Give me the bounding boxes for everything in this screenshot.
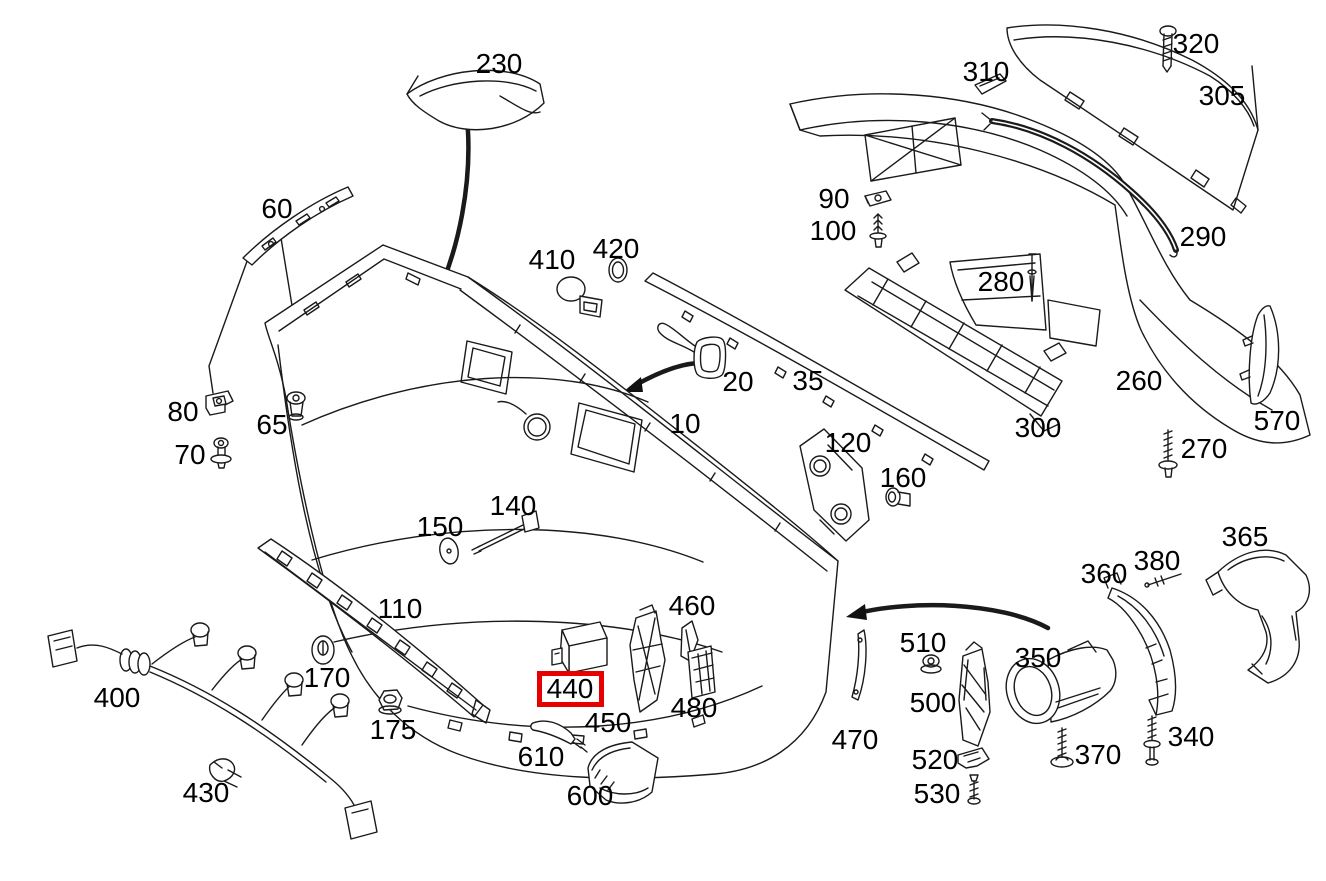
part-label-140[interactable]: 140 bbox=[489, 490, 537, 521]
part-sketch-110 bbox=[257, 538, 491, 724]
part-label-500[interactable]: 500 bbox=[909, 687, 957, 718]
part-sketch-380 bbox=[1144, 573, 1182, 588]
part-sketch-100 bbox=[869, 213, 887, 248]
part-sketch-300 bbox=[844, 252, 1067, 432]
part-sketch-420 bbox=[608, 257, 628, 283]
part-label-150[interactable]: 150 bbox=[416, 511, 464, 542]
part-sketch-370 bbox=[1050, 727, 1074, 768]
part-label-570[interactable]: 570 bbox=[1253, 405, 1301, 436]
part-sketch-610 bbox=[530, 720, 588, 753]
part-label-120[interactable]: 120 bbox=[824, 427, 872, 458]
part-label-380[interactable]: 380 bbox=[1133, 545, 1181, 576]
part-label-175[interactable]: 175 bbox=[369, 714, 417, 745]
part-label-370[interactable]: 370 bbox=[1074, 739, 1122, 770]
selected-part-highlight bbox=[537, 671, 604, 707]
part-sketch-360 bbox=[1103, 572, 1177, 716]
part-sketch-290 bbox=[981, 112, 1179, 258]
part-sketch-310 bbox=[974, 73, 1007, 95]
part-label-510[interactable]: 510 bbox=[899, 627, 947, 658]
part-sketch-230 bbox=[406, 69, 545, 131]
part-label-430[interactable]: 430 bbox=[182, 777, 230, 808]
assembly-arrow-left-large bbox=[846, 602, 1051, 631]
part-sketch-400 bbox=[47, 622, 378, 840]
part-sketch-430 bbox=[208, 758, 242, 788]
part-label-410[interactable]: 410 bbox=[528, 244, 576, 275]
part-label-520[interactable]: 520 bbox=[911, 744, 959, 775]
part-sketch-570 bbox=[1239, 305, 1280, 405]
part-sketch-520 bbox=[957, 747, 990, 769]
part-sketch-500 bbox=[958, 641, 991, 747]
part-sketch-70 bbox=[210, 437, 232, 469]
part-label-420[interactable]: 420 bbox=[592, 233, 640, 264]
part-sketch-440 bbox=[551, 621, 608, 674]
part-sketch-470 bbox=[851, 629, 867, 701]
part-label-450[interactable]: 450 bbox=[584, 707, 632, 738]
part-label-100[interactable]: 100 bbox=[809, 215, 857, 246]
part-label-230[interactable]: 230 bbox=[475, 48, 523, 79]
part-label-280[interactable]: 280 bbox=[977, 266, 1025, 297]
part-sketch-90 bbox=[864, 190, 892, 207]
part-label-440[interactable]: 440 bbox=[546, 673, 594, 704]
part-label-35[interactable]: 35 bbox=[792, 365, 824, 396]
part-label-300[interactable]: 300 bbox=[1014, 412, 1062, 443]
part-sketch-305 bbox=[1006, 24, 1259, 214]
part-label-310[interactable]: 310 bbox=[962, 56, 1010, 87]
part-label-340[interactable]: 340 bbox=[1167, 721, 1215, 752]
part-sketch-410 bbox=[556, 276, 603, 318]
part-label-470[interactable]: 470 bbox=[831, 724, 879, 755]
part-label-80[interactable]: 80 bbox=[167, 396, 199, 427]
part-sketch-600 bbox=[587, 741, 659, 804]
part-label-110[interactable]: 110 bbox=[377, 593, 423, 624]
part-label-600[interactable]: 600 bbox=[566, 780, 614, 811]
part-label-290[interactable]: 290 bbox=[1179, 221, 1227, 252]
part-sketch-80 bbox=[205, 390, 234, 416]
part-sketch-280 bbox=[1027, 253, 1037, 302]
part-sketch-450 bbox=[629, 604, 666, 713]
part-sketch-20 bbox=[657, 322, 727, 379]
part-label-460[interactable]: 460 bbox=[668, 590, 716, 621]
part-sketch-175 bbox=[378, 689, 403, 715]
part-label-160[interactable]: 160 bbox=[879, 462, 927, 493]
part-sketch-150 bbox=[439, 537, 459, 565]
part-sketch-170 bbox=[311, 635, 335, 665]
part-label-320[interactable]: 320 bbox=[1172, 28, 1220, 59]
part-label-360[interactable]: 360 bbox=[1080, 558, 1128, 589]
part-label-20[interactable]: 20 bbox=[722, 366, 754, 397]
part-sketch-35 bbox=[644, 272, 990, 471]
part-label-65[interactable]: 65 bbox=[256, 409, 288, 440]
part-label-90[interactable]: 90 bbox=[818, 183, 850, 214]
part-sketch-140 bbox=[471, 510, 540, 555]
part-sketch-365 bbox=[1205, 549, 1311, 684]
part-label-10[interactable]: 10 bbox=[669, 408, 701, 439]
part-label-480[interactable]: 480 bbox=[670, 692, 718, 723]
part-sketch-270 bbox=[1158, 429, 1178, 478]
part-sketch-320 bbox=[1159, 25, 1177, 73]
part-label-60[interactable]: 60 bbox=[261, 193, 293, 224]
part-sketch-65 bbox=[286, 391, 306, 421]
part-label-530[interactable]: 530 bbox=[913, 778, 961, 809]
part-label-70[interactable]: 70 bbox=[174, 439, 206, 470]
part-label-610[interactable]: 610 bbox=[517, 741, 565, 772]
part-label-270[interactable]: 270 bbox=[1180, 433, 1228, 464]
part-sketch-120 bbox=[799, 428, 870, 542]
part-sketch-350 bbox=[1005, 640, 1117, 725]
part-sketch-480 bbox=[687, 645, 716, 699]
part-sketch-530 bbox=[967, 774, 981, 805]
part-sketch-60 bbox=[242, 186, 354, 266]
part-sketch-160 bbox=[885, 487, 911, 507]
part-label-305[interactable]: 305 bbox=[1198, 80, 1246, 111]
part-sketch-510 bbox=[920, 654, 942, 674]
part-label-350[interactable]: 350 bbox=[1014, 642, 1062, 673]
part-label-400[interactable]: 400 bbox=[93, 682, 141, 713]
part-label-170[interactable]: 170 bbox=[303, 662, 351, 693]
part-label-260[interactable]: 260 bbox=[1115, 365, 1163, 396]
part-sketch-340 bbox=[1143, 715, 1161, 766]
part-label-365[interactable]: 365 bbox=[1221, 521, 1269, 552]
